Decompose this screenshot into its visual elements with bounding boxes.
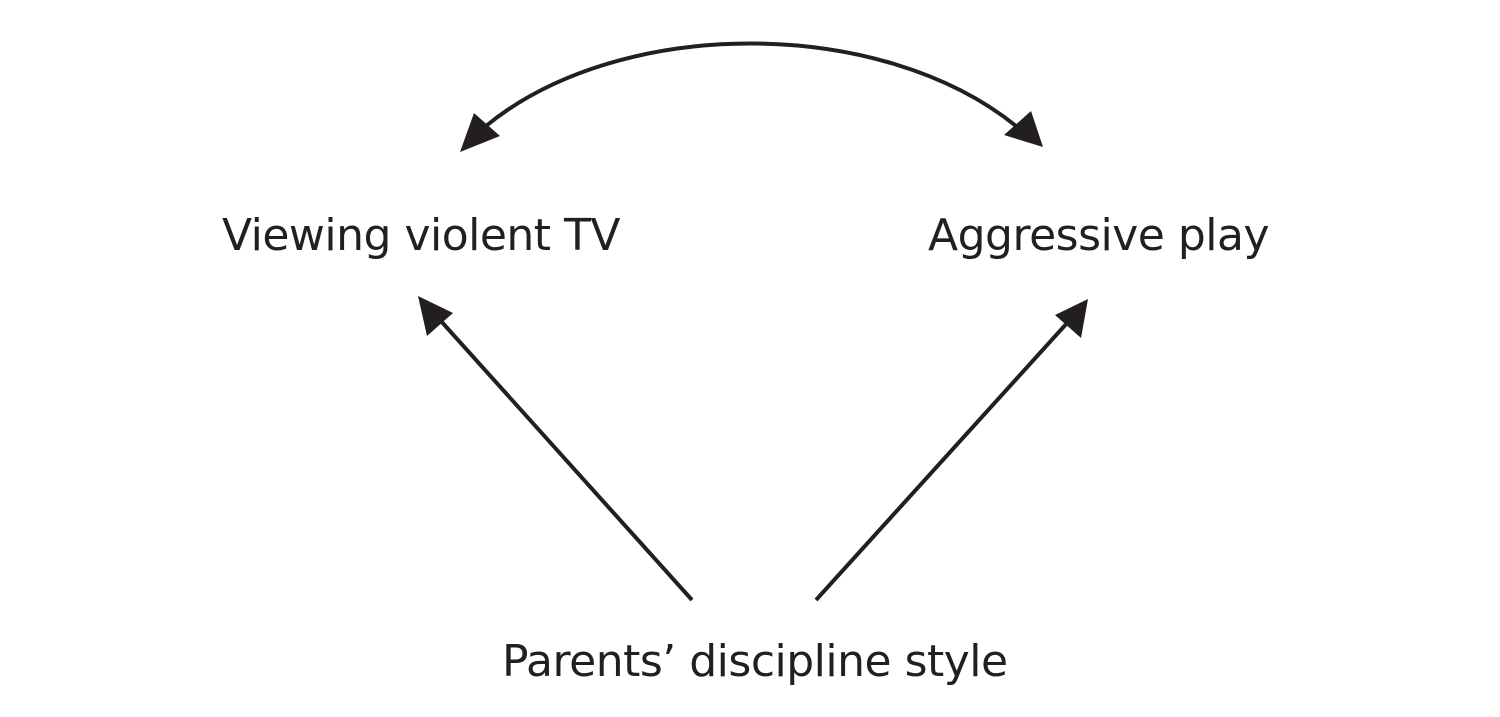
- node-aggressive-play: Aggressive play: [928, 210, 1269, 261]
- node-parents-discipline-style: Parents’ discipline style: [502, 636, 1008, 687]
- arrowhead-right-icon: [1004, 111, 1043, 147]
- arrowhead-left-icon: [460, 113, 500, 152]
- edge-parents-tv: [438, 318, 694, 602]
- edge-parents-play: [814, 320, 1070, 602]
- edge-tv-play-arc: [484, 41, 1018, 128]
- arrowhead-up-right-icon: [1055, 299, 1088, 338]
- node-viewing-violent-tv: Viewing violent TV: [222, 210, 621, 261]
- arrowhead-up-left-icon: [418, 296, 453, 336]
